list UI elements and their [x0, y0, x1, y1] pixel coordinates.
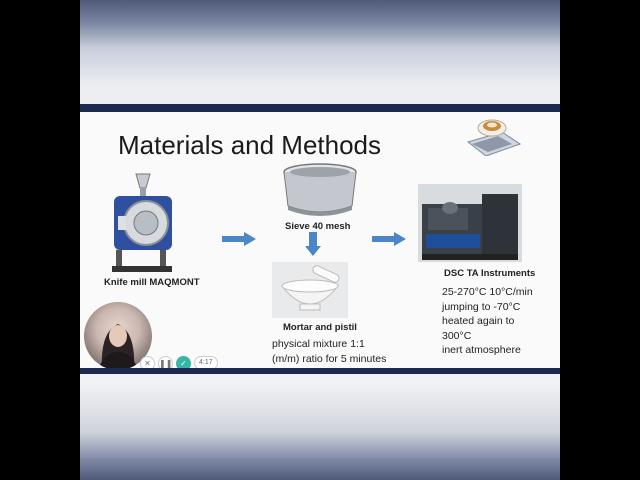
dsc-note: 25-270°C 10°C/min jumping to -70°C heate…: [442, 286, 533, 356]
slide: Materials and Methods Knife mill MAQMONT: [80, 104, 560, 374]
coffee-decor-image: [466, 119, 522, 156]
mortar-note: physical mixture 1:1 (m/m) ratio for 5 m…: [272, 338, 387, 365]
dsc-caption: DSC TA Instruments: [444, 268, 536, 279]
arrow-right-icon: [372, 232, 406, 246]
slide-top-band: [80, 104, 560, 112]
slide-title: Materials and Methods: [118, 130, 382, 160]
elapsed-time: 4:17: [194, 356, 218, 370]
mortar-caption: Mortar and pistil: [283, 322, 357, 333]
sieve-caption: Sieve 40 mesh: [285, 221, 351, 232]
video-frame: Materials and Methods Knife mill MAQMONT: [80, 0, 560, 480]
mortar-image: [272, 262, 348, 318]
knife-mill-image: [112, 173, 172, 272]
dsc-instrument-image: [418, 184, 522, 262]
sieve-image: [283, 163, 357, 216]
knife-mill-caption: Knife mill MAQMONT: [104, 277, 200, 288]
slide-bottom-band: [80, 368, 560, 374]
arrow-down-icon: [305, 232, 321, 256]
arrow-right-icon: [222, 232, 256, 246]
